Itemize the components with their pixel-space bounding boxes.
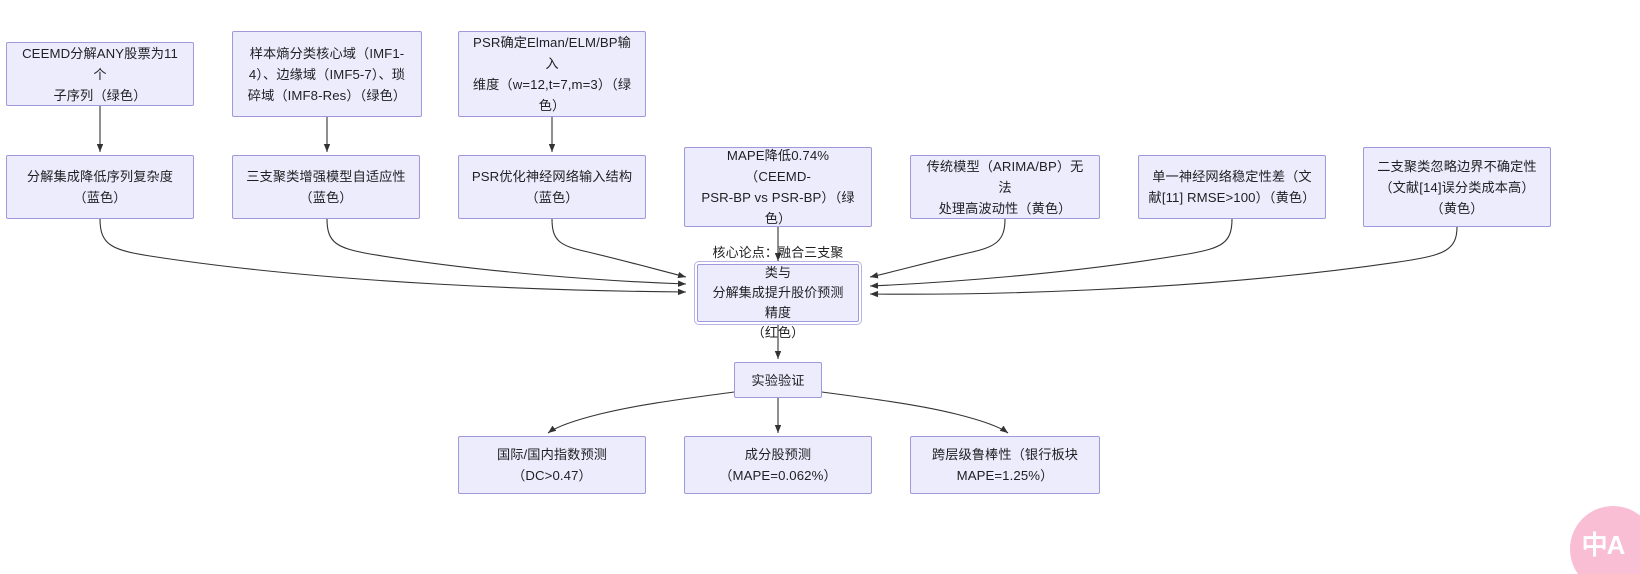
node-single-network-instability-gap[interactable]: 单一神经网络稳定性差（文献[11] RMSE>100）（黄色） [1138,155,1326,219]
node-mape-reduction-evidence[interactable]: MAPE降低0.74%（CEEMD-PSR-BP vs PSR-BP）（绿色） [684,147,872,227]
node-sample-entropy-domains[interactable]: 样本熵分类核心域（IMF1-4）、边缘域（IMF5-7）、琐碎域（IMF8-Re… [232,31,422,117]
edge-n8-core [869,218,1006,279]
edge-exp-r3 [821,391,1009,434]
node-label: 传统模型（ARIMA/BP）无法处理高波动性（黄色） [926,158,1084,216]
node-psr-optimizes-network-input[interactable]: PSR优化神经网络输入结构（蓝色） [458,155,646,219]
node-traditional-model-gap[interactable]: 传统模型（ARIMA/BP）无法处理高波动性（黄色） [910,155,1100,219]
node-label: 二支聚类忽略边界不确定性（文献[14]误分类成本高）（黄色） [1377,158,1537,216]
node-label: 核心论点：融合三支聚类与分解集成提升股价预测精度（红色） [712,245,844,340]
node-three-way-clustering-adaptivity[interactable]: 三支聚类增强模型自适应性（蓝色） [232,155,420,219]
node-label: 成分股预测（MAPE=0.062%） [719,447,837,483]
node-two-way-clustering-gap[interactable]: 二支聚类忽略边界不确定性（文献[14]误分类成本高）（黄色） [1363,147,1551,227]
node-label: PSR确定Elman/ELM/BP输入维度（w=12,t=7,m=3）（绿色） [472,35,632,113]
node-ceemd-decomposition[interactable]: CEEMD分解ANY股票为11个子序列（绿色） [6,42,194,106]
node-experimental-verification[interactable]: 实验验证 [734,362,822,398]
edge-n9-core [869,218,1233,289]
node-result-index-forecast[interactable]: 国际/国内指数预测（DC>0.47） [458,436,646,494]
edge-n10-core [869,226,1458,298]
edge-exp-r1 [547,391,735,434]
node-label: MAPE降低0.74%（CEEMD-PSR-BP vs PSR-BP）（绿色） [701,148,855,226]
node-label: 实验验证 [751,372,805,388]
node-psr-input-dimension[interactable]: PSR确定Elman/ELM/BP输入维度（w=12,t=7,m=3）（绿色） [458,31,646,117]
watermark-badge: 中A [1570,506,1640,574]
node-core-claim[interactable]: 核心论点：融合三支聚类与分解集成提升股价预测精度（红色） [694,245,862,340]
node-label: 国际/国内指数预测（DC>0.47） [496,447,608,483]
node-label: 样本熵分类核心域（IMF1-4）、边缘域（IMF5-7）、琐碎域（IMF8-Re… [247,45,407,103]
watermark-text: 中A [1581,529,1626,560]
edge-n5-core [326,218,687,287]
node-label: CEEMD分解ANY股票为11个子序列（绿色） [22,45,178,103]
node-result-constituent-stock[interactable]: 成分股预测（MAPE=0.062%） [684,436,872,494]
node-label: 三支聚类增强模型自适应性（蓝色） [246,169,406,205]
edge-n6-core [551,218,687,279]
node-label: PSR优化神经网络输入结构（蓝色） [471,169,633,205]
node-decomposition-reduces-complexity[interactable]: 分解集成降低序列复杂度（蓝色） [6,155,194,219]
edge-n4-core [99,218,687,296]
node-label: 单一神经网络稳定性差（文献[11] RMSE>100）（黄色） [1148,169,1316,205]
node-label: 分解集成降低序列复杂度（蓝色） [26,169,174,205]
